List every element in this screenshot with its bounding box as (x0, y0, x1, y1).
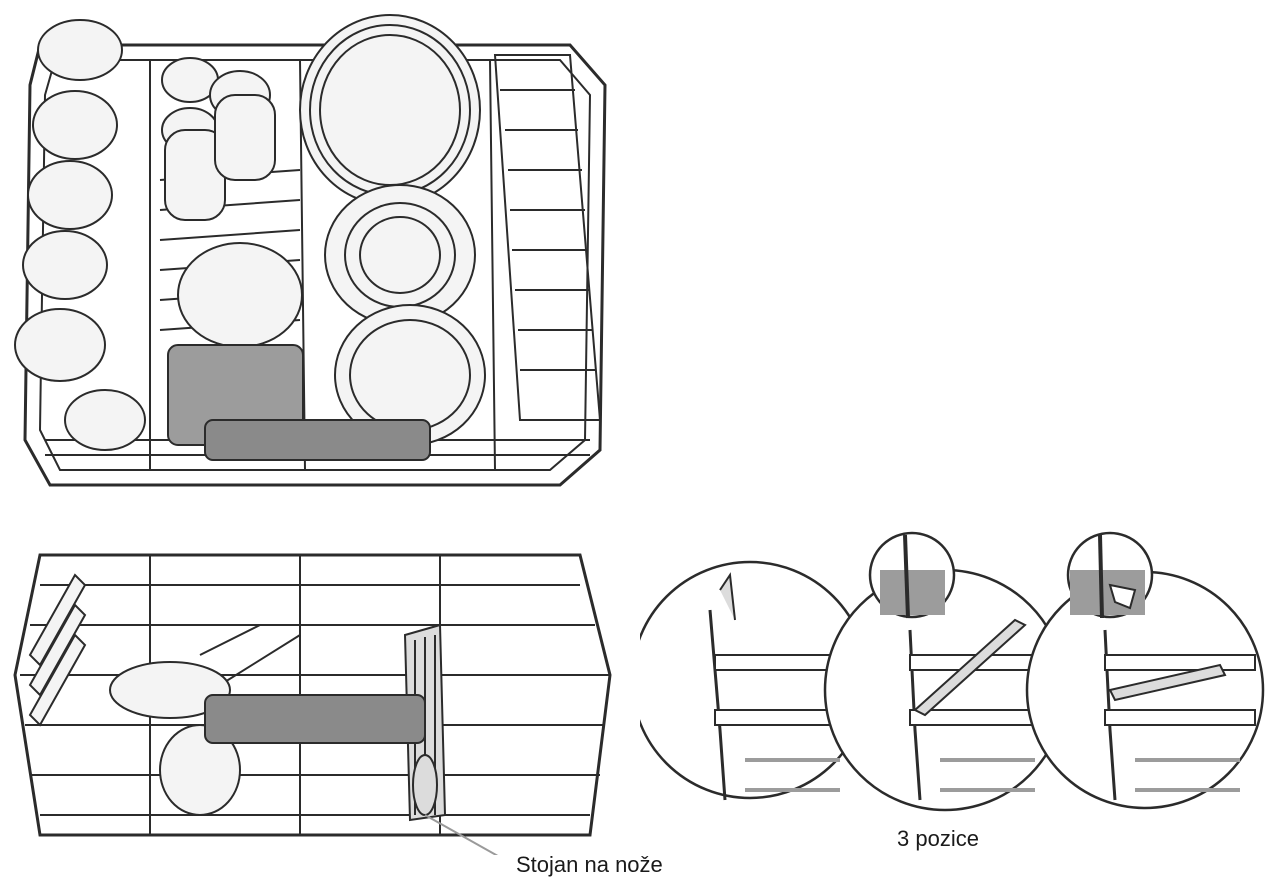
knife-rack-label: Stojan na nože (516, 852, 663, 877)
loaded-basket-figure (0, 0, 620, 500)
knife-rack-leader (424, 814, 499, 855)
basket-side-figure (0, 525, 620, 855)
position-2-detail (823, 531, 1067, 812)
glass-support (28, 573, 87, 727)
position-1-detail (640, 560, 870, 801)
plates (299, 14, 486, 446)
positions-drawing (640, 531, 1265, 812)
bowl (177, 242, 303, 348)
position-3-detail (1025, 531, 1265, 810)
side-rack (493, 54, 602, 421)
glasses (161, 57, 276, 221)
basket-handle (204, 419, 431, 461)
cups (14, 19, 146, 451)
loaded-basket-drawing (14, 14, 607, 487)
positions-label: 3 pozice (897, 826, 979, 851)
basket-handle-side (204, 694, 426, 744)
basket-side-drawing (13, 553, 612, 855)
positions-figure (640, 530, 1265, 820)
